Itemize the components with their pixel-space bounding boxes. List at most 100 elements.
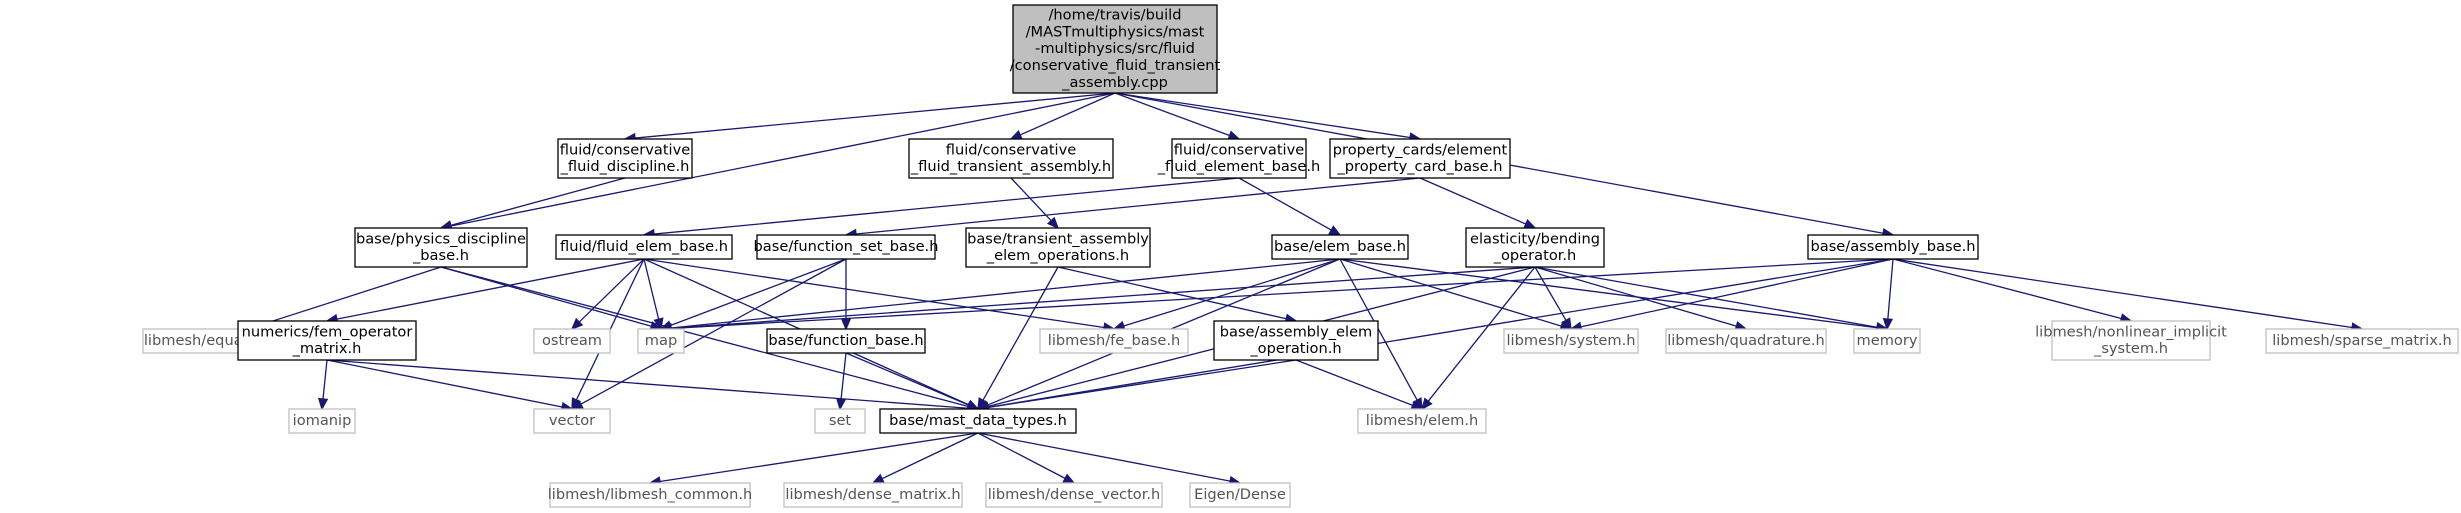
node-label-line: libmesh/dense_vector.h	[988, 486, 1161, 503]
edge-line	[257, 266, 442, 327]
node-libmesh-libmesh-common-h: libmesh/libmesh_common.h	[548, 482, 752, 508]
node-label-line: _operation.h	[1249, 340, 1341, 357]
node-box	[354, 227, 528, 268]
node-box	[1213, 320, 1379, 361]
node-box	[533, 408, 611, 434]
node-home-travis-build-mastmultiphysics-mast-multiphysics-src-fluid-conservative-fluid-transient-assembly-cpp[interactable]: /home/travis/build/MASTmultiphysics/mast…	[1010, 4, 1221, 94]
node-box	[1503, 328, 1639, 354]
node-label-line: libmesh/nonlinear_implicit	[2035, 323, 2227, 340]
node-label-line: vector	[549, 412, 595, 429]
edge-fluid-fluid-elem-base-h-to-map	[643, 258, 664, 331]
edge-base-assembly-elem-operation-h-to-libmesh-elem-h	[1295, 359, 1424, 410]
node-box	[1171, 138, 1307, 179]
arrowhead-icon	[835, 397, 847, 411]
node-base-assembly-elem-operation-h[interactable]: base/assembly_elem_operation.h	[1213, 320, 1379, 361]
edge-line	[326, 359, 563, 408]
edge-base-function-base-h-to-set	[835, 352, 847, 411]
edge-line	[840, 352, 847, 400]
node-box	[1465, 227, 1605, 268]
edge-numerics-fem-operator-matrix-h-to-iomanip	[317, 359, 329, 411]
node-label-line: base/physics_discipline	[356, 230, 526, 247]
edge-elasticity-bending-operator-h-to-libmesh-system-h	[1534, 266, 1572, 331]
node-label-line: _operator.h	[1493, 247, 1577, 264]
edge-line	[450, 177, 626, 227]
node-libmesh-sparse-matrix-h: libmesh/sparse_matrix.h	[2265, 328, 2459, 354]
node-fluid-conservative-fluid-element-base-h[interactable]: fluid/conservative_fluid_element_base.h	[1157, 138, 1321, 179]
node-label-line: /home/travis/build	[1049, 7, 1182, 24]
edge-fluid-fluid-elem-base-h-to-libmesh-fe-base-h	[643, 258, 1116, 333]
edge-line	[1427, 266, 1536, 402]
arrowhead-icon	[570, 317, 584, 331]
node-property-cards-element-property-card-base-h[interactable]: property_cards/element_property_card_bas…	[1329, 138, 1511, 179]
node-label-line: libmesh/elem.h	[1366, 412, 1478, 429]
node-box	[549, 482, 751, 508]
node-box	[237, 320, 417, 361]
node-base-physics-discipline-base-h[interactable]: base/physics_discipline_base.h	[354, 227, 528, 268]
node-label-line: fluid/conservative	[560, 141, 690, 158]
node-label-line: _system.h	[2093, 340, 2168, 357]
edge-line	[987, 258, 1894, 409]
node-label-line: base/transient_assembly	[967, 230, 1149, 247]
node-box	[1357, 408, 1487, 434]
node-label-line: set	[829, 412, 852, 429]
edge-line	[450, 92, 1116, 227]
node-box	[985, 482, 1163, 508]
edge-line	[881, 432, 979, 480]
node-base-function-base-h[interactable]: base/function_base.h	[766, 328, 926, 354]
node-box	[1807, 234, 1979, 260]
edge-line	[1238, 177, 1332, 231]
node-label-line: _fluid_discipline.h	[560, 158, 690, 175]
node-libmesh-dense-matrix-h: libmesh/dense_matrix.h	[783, 482, 963, 508]
node-set: set	[814, 408, 866, 434]
edge-line	[1339, 258, 1878, 329]
node-libmesh-dense-vector-h: libmesh/dense_vector.h	[985, 482, 1163, 508]
node-box	[533, 328, 611, 354]
node-label-line: base/mast_data_types.h	[889, 412, 1067, 429]
node-label-line: libmesh/dense_matrix.h	[785, 486, 960, 503]
arrowhead-icon	[1561, 317, 1572, 331]
node-box	[557, 138, 693, 179]
node-fluid-conservative-fluid-discipline-h[interactable]: fluid/conservative_fluid_discipline.h	[557, 138, 693, 179]
node-label-line: fluid/fluid_elem_base.h	[560, 238, 728, 255]
node-box	[879, 408, 1077, 434]
node-box	[1039, 328, 1189, 354]
arrowhead-icon	[1523, 219, 1537, 229]
node-base-assembly-base-h[interactable]: base/assembly_base.h	[1807, 234, 1979, 260]
edge-line	[1419, 177, 1527, 225]
node-base-function-set-base-h[interactable]: base/function_set_base.h	[754, 234, 939, 260]
node-label-line: libmesh/fe_base.h	[1048, 332, 1180, 349]
edge-base-mast-data-types-h-to-libmesh-libmesh-common-h	[648, 432, 979, 487]
node-label-line: libmesh/quadrature.h	[1667, 332, 1825, 349]
edge-home-travis-build-mastmultiphysics-mast-multiphysics-src-fluid-conservative-fluid-transient-assembly-cpp-to-fluid-conservative-fluid-transient-assembly-h	[1009, 92, 1116, 140]
edge-line	[1339, 258, 1562, 327]
edge-home-travis-build-mastmultiphysics-mast-multiphysics-src-fluid-conservative-fluid-transient-assembly-cpp-to-fluid-conservative-fluid-element-base-h	[1114, 92, 1241, 141]
edge-line	[845, 352, 970, 406]
node-box	[1329, 138, 1511, 179]
node-base-mast-data-types-h[interactable]: base/mast_data_types.h	[879, 408, 1077, 434]
node-elasticity-bending-operator-h[interactable]: elasticity/bending_operator.h	[1465, 227, 1605, 268]
edge-line	[1534, 266, 1567, 321]
node-libmesh-elem-h: libmesh/elem.h	[1357, 408, 1487, 434]
node-base-transient-assembly-elem-operations-h[interactable]: base/transient_assembly_elem_operations.…	[965, 227, 1151, 268]
edge-fluid-conservative-fluid-element-base-h-to-base-elem-base-h	[1238, 177, 1342, 236]
edge-line	[670, 258, 1341, 329]
node-fluid-conservative-fluid-transient-assembly-h[interactable]: fluid/conservative_fluid_transient_assem…	[908, 138, 1114, 179]
node-vector: vector	[533, 408, 611, 434]
edge-line	[1114, 92, 1230, 137]
edge-fluid-fluid-elem-base-h-to-ostream	[570, 258, 645, 331]
node-label-line: fluid/conservative	[946, 141, 1076, 158]
arrowhead-icon	[317, 397, 329, 411]
edge-line	[643, 258, 660, 320]
node-box	[555, 234, 733, 260]
edge-line	[578, 258, 645, 323]
node-numerics-fem-operator-matrix-h[interactable]: numerics/fem_operator_matrix.h	[237, 320, 417, 361]
node-base-elem-base-h[interactable]: base/elem_base.h	[1271, 234, 1409, 260]
node-fluid-fluid-elem-base-h[interactable]: fluid/fluid_elem_base.h	[555, 234, 733, 260]
node-box	[783, 482, 963, 508]
node-eigen-dense: Eigen/Dense	[1189, 482, 1291, 508]
node-map: map	[637, 328, 685, 354]
edge-home-travis-build-mastmultiphysics-mast-multiphysics-src-fluid-conservative-fluid-transient-assembly-cpp-to-property-cards-element-property-card-base-h	[1114, 92, 1422, 143]
edge-line	[670, 258, 1894, 330]
node-label-line: base/function_base.h	[768, 332, 923, 349]
